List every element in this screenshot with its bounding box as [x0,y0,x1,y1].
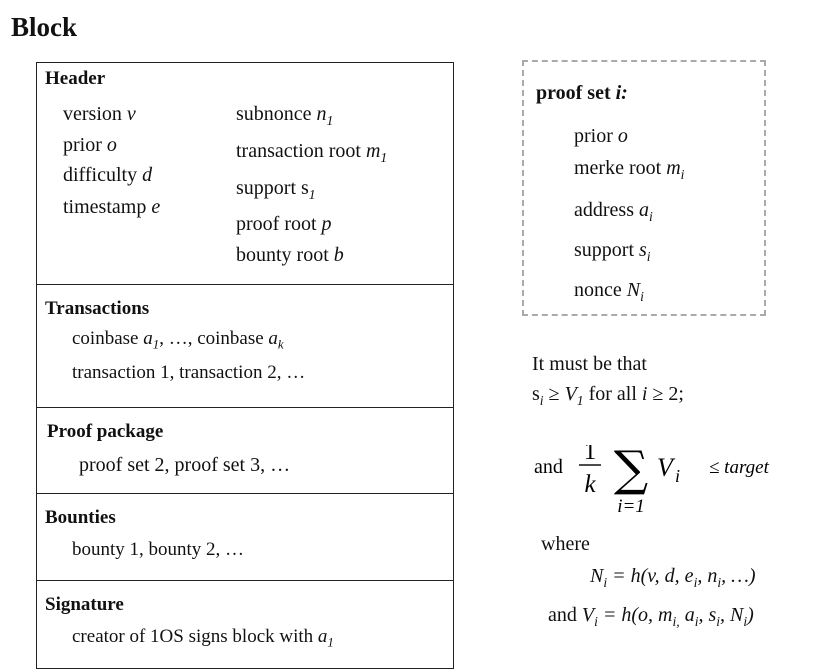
proof-set-title: proof set i: [536,82,628,104]
transactions-section: Transactions coinbase a1, …, coinbase ak… [37,285,453,408]
formula-and: and [534,456,563,478]
header-field-bounty-root: bounty root b [236,244,344,266]
proof-set-merke-root: merke root mi [574,157,685,182]
sum-term-sub: i [675,466,680,486]
nonce-equation: Ni = h(v, d, ei, ni, …) [590,565,756,590]
bounties-section: Bounties bounty 1, bounty 2, … [37,494,453,581]
header-section: Header version v prior o difficulty d ti… [37,63,453,285]
header-field-difficulty: difficulty d [63,164,153,186]
proof-set-support: support si [574,239,651,264]
header-title: Header [45,68,106,89]
fraction-numerator: 1 [584,445,597,465]
sum-symbol: ∑ [614,445,648,497]
value-equation: and Vi = h(o, mi, ai, si, Ni) [548,604,754,629]
average-formula: and 1 k k ∑ i=1 V i ≤ target [534,445,804,520]
proof-set-box: proof set i: prior o merke root mi addre… [522,60,766,316]
sum-lower-limit: i=1 [617,496,645,517]
header-field-subnonce: subnonce n1 [236,103,334,128]
transactions-line: transaction 1, transaction 2, … [72,362,306,383]
bounties-title: Bounties [45,507,116,528]
header-field-timestamp: timestamp e [63,196,161,218]
proof-set-address: address ai [574,199,653,224]
block-box: Header version v prior o difficulty d ti… [36,62,454,669]
signature-title: Signature [45,594,124,615]
header-field-prior: prior o [63,134,117,156]
transactions-title: Transactions [45,298,150,319]
header-field-version: version v [63,103,136,125]
signature-line: creator of 1OS signs block with a1 [72,626,334,650]
coinbase-line: coinbase a1, …, coinbase ak [72,328,284,352]
proof-package-section: Proof package proof set 2, proof set 3, … [37,408,453,494]
header-field-transaction-root: transaction root m1 [236,140,388,165]
average-formula-svg: and 1 k k ∑ i=1 V i ≤ target [534,445,770,517]
sum-term: V [657,453,676,482]
signature-section: Signature creator of 1OS signs block wit… [37,581,453,669]
where-label: where [541,533,590,555]
header-field-support: support s1 [236,177,316,202]
proof-package-line: proof set 2, proof set 3, … [79,454,291,476]
proof-set-prior: prior o [574,125,628,147]
page-title: Block [11,12,78,42]
condition-intro: It must be that [532,353,647,375]
proof-package-title: Proof package [47,421,164,442]
header-field-proof-root: proof root p [236,213,332,235]
bounties-line: bounty 1, bounty 2, … [72,539,245,560]
condition-support: si ≥ V1 for all i ≥ 2; [532,383,684,408]
leq-target: ≤ target [709,457,770,478]
proof-set-nonce: nonce Ni [574,279,644,304]
fraction-denominator: k [584,471,596,498]
